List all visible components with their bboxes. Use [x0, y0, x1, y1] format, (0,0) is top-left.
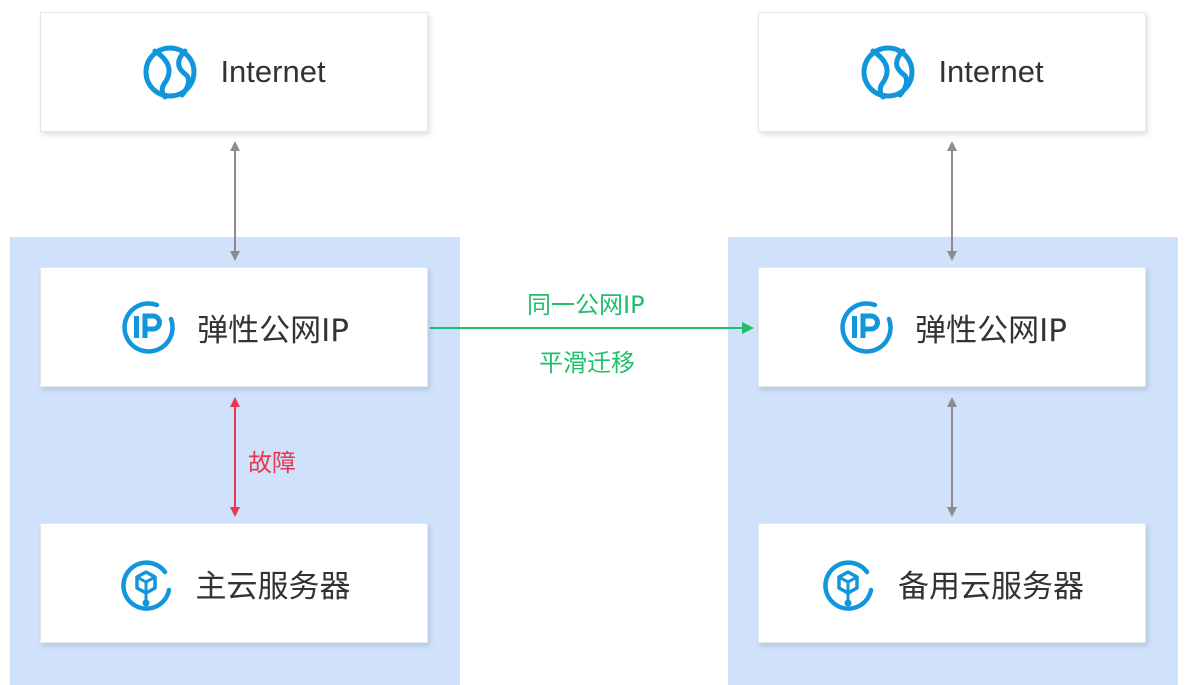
globe-icon: [861, 45, 915, 100]
left-internet-box: Internet: [40, 12, 428, 132]
right-eip-label: 弹性公网IP: [915, 312, 1067, 349]
globe-icon: [143, 45, 197, 100]
migration-label-line1: 同一公网IP: [527, 291, 645, 319]
left-server-label: 主云服务器: [195, 568, 351, 605]
right-internet-box: Internet: [758, 12, 1146, 132]
ip-icon: [840, 301, 893, 354]
right-internet-label: Internet: [938, 54, 1044, 89]
left-internet-label: Internet: [220, 54, 326, 89]
right-server-label: 备用云服务器: [898, 568, 1084, 605]
right-eip-box: 弹性公网IP: [758, 267, 1146, 387]
cloud-server-icon: [823, 560, 874, 611]
left-server-box: 主云服务器: [40, 523, 428, 643]
fault-label: 故障: [248, 449, 296, 477]
left-eip-box: 弹性公网IP: [40, 267, 428, 387]
cloud-server-icon: [120, 560, 171, 611]
migration-label-line2: 平滑迁移: [539, 349, 635, 377]
ip-icon: [122, 301, 175, 354]
left-eip-label: 弹性公网IP: [197, 312, 349, 349]
right-server-box: 备用云服务器: [758, 523, 1146, 643]
